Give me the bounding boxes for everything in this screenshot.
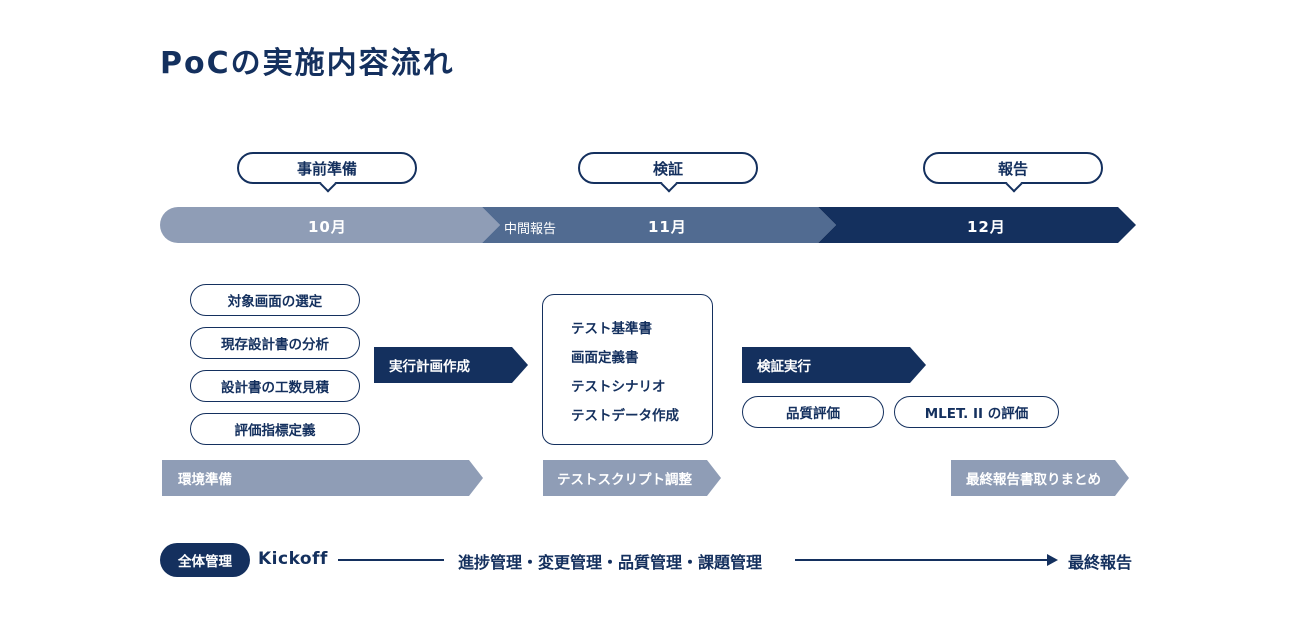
timeline-bar <box>160 207 1136 243</box>
eval-item: MLET. II の評価 <box>894 396 1059 428</box>
support-arrow-script: テストスクリプト調整 <box>543 460 721 496</box>
prep-item: 対象画面の選定 <box>190 284 360 316</box>
prep-item: 設計書の工数見積 <box>190 370 360 402</box>
support-arrow-env: 環境準備 <box>162 460 483 496</box>
phase-callout-report: 報告 <box>923 152 1103 193</box>
phase-label: 事前準備 <box>296 159 357 178</box>
management-badge: 全体管理 <box>160 543 250 577</box>
month-label-dec: 12月 <box>967 218 1006 236</box>
timeline-segment-nov <box>482 207 836 243</box>
deliverable-item: 画面定義書 <box>571 350 639 366</box>
deliverable-item: テスト基準書 <box>571 321 652 337</box>
prep-item: 現存設計書の分析 <box>190 327 360 359</box>
phase-callout-prep: 事前準備 <box>237 152 417 193</box>
exec-arrow: 検証実行 <box>742 347 926 383</box>
plan-arrow: 実行計画作成 <box>374 347 528 383</box>
final-report-label: 最終報告 <box>1068 553 1133 572</box>
eval-item: 品質評価 <box>742 396 884 428</box>
phase-callout-verify: 検証 <box>578 152 758 193</box>
phase-label: 報告 <box>997 159 1028 178</box>
phase-label: 検証 <box>652 159 683 178</box>
arrowhead-icon <box>1047 554 1058 566</box>
deliverable-item: テストシナリオ <box>571 379 666 395</box>
deliverables-box: テスト基準書 画面定義書 テストシナリオ テストデータ作成 <box>542 294 713 445</box>
support-arrow-final: 最終報告書取りまとめ <box>951 460 1129 496</box>
connector-line <box>338 559 444 561</box>
deliverable-item: テストデータ作成 <box>571 408 679 424</box>
midpoint-label: 中間報告 <box>504 222 557 237</box>
kickoff-label: Kickoff <box>258 549 328 569</box>
month-label-oct: 10月 <box>308 218 347 236</box>
timeline-segment-oct <box>160 207 500 243</box>
prep-item: 評価指標定義 <box>190 413 360 445</box>
timeline-segment-dec <box>818 207 1136 243</box>
month-label-nov: 11月 <box>648 218 687 236</box>
connector-line <box>795 559 1051 561</box>
management-activities: 進捗管理・変更管理・品質管理・課題管理 <box>458 553 763 572</box>
page-title: PoCの実施内容流れ <box>160 46 455 81</box>
